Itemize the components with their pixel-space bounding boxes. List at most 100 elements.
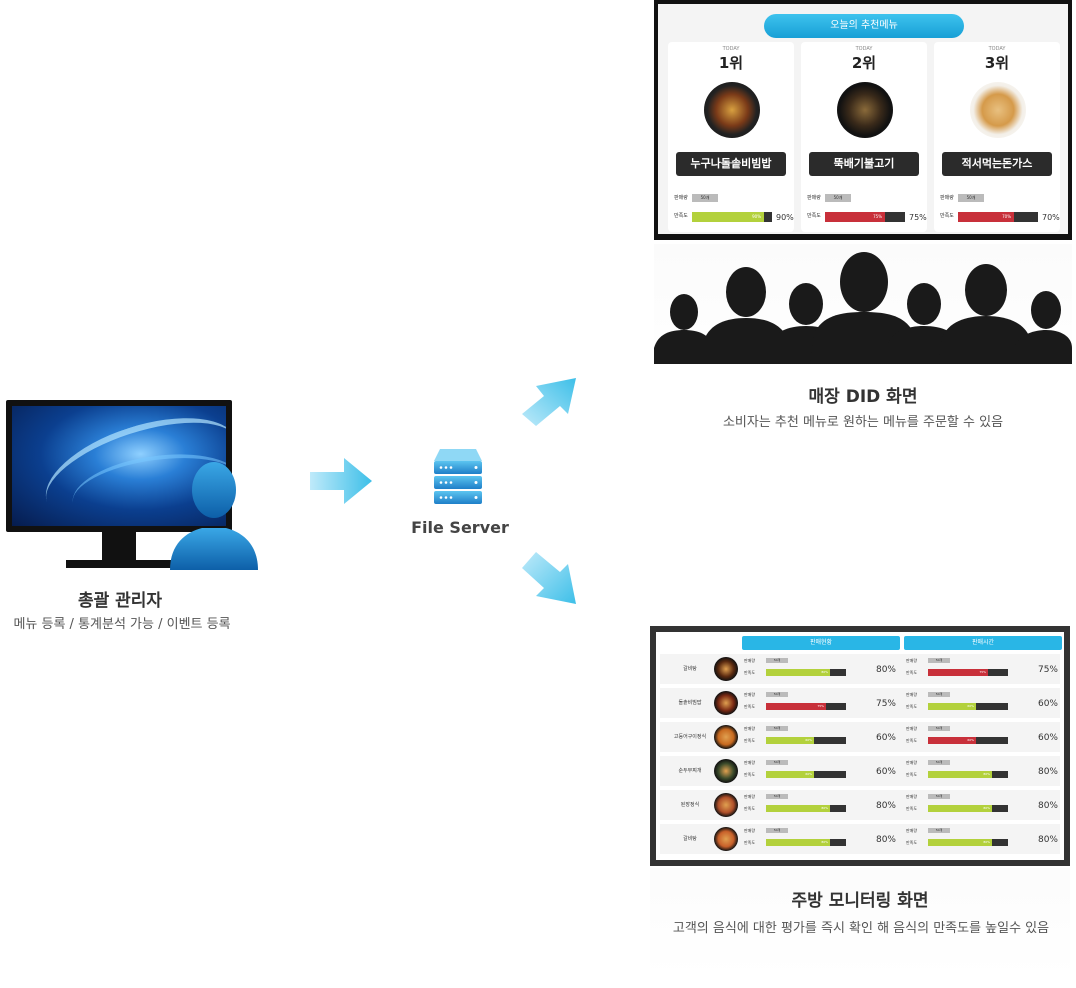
menu-name: 누구나돌솥비빔밥 [676, 152, 786, 176]
admin-user-icon [170, 462, 258, 570]
sales-value: 50개 [766, 692, 788, 697]
menu-name: 된장정식 [680, 802, 700, 808]
sales-label: 판매량 [744, 726, 756, 731]
kitchen-row: 갈비탕 판매량 50개 만족도 80% 80% 판매량 50개 만족도 75% … [660, 654, 1060, 684]
today-label: TODAY [722, 46, 740, 52]
food-image [714, 759, 738, 783]
sales-label: 판매량 [940, 195, 954, 201]
kitchen-monitoring-screen: 판매현황 판매시간 갈비탕 판매량 50개 만족도 80% 80% 판매량 50… [650, 626, 1070, 866]
satisfaction-bar: 60% [766, 737, 846, 744]
food-image [714, 725, 738, 749]
satisfaction-bar: 80% [766, 839, 846, 846]
arrow-up-right-icon [522, 378, 576, 426]
kitchen-cell-left: 판매량 50개 만족도 60% 60% [742, 725, 900, 751]
sales-value: 50개 [766, 658, 788, 663]
satisfaction-fill: 60% [928, 737, 976, 744]
menu-name: 돌솥비빔밥 [678, 700, 702, 706]
satisfaction-label: 만족도 [906, 738, 918, 743]
satisfaction-label: 만족도 [744, 738, 756, 743]
kitchen-description: 고객의 음식에 대한 평가를 즉시 확인 해 음식의 만족도를 높일수 있음 [672, 921, 1050, 936]
satisfaction-label: 만족도 [906, 840, 918, 845]
satisfaction-label: 만족도 [906, 704, 918, 709]
satisfaction-bar: 75% [825, 212, 905, 222]
kitchen-cell-right: 판매량 50개 만족도 80% 80% [904, 793, 1062, 819]
sales-value: 50개 [766, 794, 788, 799]
satisfaction-label: 만족도 [807, 213, 821, 219]
satisfaction-percent: 70% [1042, 213, 1060, 222]
file-server-label: File Server [411, 518, 509, 537]
kitchen-cell-right: 판매량 50개 만족도 80% 80% [904, 827, 1062, 853]
sales-value: 50개 [766, 760, 788, 765]
satisfaction-fill: 80% [766, 805, 830, 812]
satisfaction-bar: 80% [928, 839, 1008, 846]
sales-label: 판매량 [744, 760, 756, 765]
sales-label: 판매량 [906, 692, 918, 697]
food-image [714, 827, 738, 851]
satisfaction-fill: 80% [928, 771, 992, 778]
kitchen-header-left: 판매현황 [742, 636, 900, 650]
food-image [704, 82, 760, 138]
food-image [714, 657, 738, 681]
sales-value: 50개 [928, 794, 950, 799]
satisfaction-bar: 70% [958, 212, 1038, 222]
satisfaction-label: 만족도 [744, 670, 756, 675]
satisfaction-percent: 60% [875, 767, 896, 777]
satisfaction-fill: 80% [928, 805, 992, 812]
sales-value: 50개 [825, 194, 851, 202]
satisfaction-percent: 80% [875, 835, 896, 845]
sales-value: 50개 [928, 828, 950, 833]
kitchen-row: 순두부찌개 판매량 50개 만족도 60% 60% 판매량 50개 만족도 80… [660, 756, 1060, 786]
sales-value: 50개 [958, 194, 984, 202]
crowd-silhouette-icon [654, 252, 1072, 364]
sales-value: 50개 [928, 658, 950, 663]
satisfaction-fill: 80% [766, 839, 830, 846]
satisfaction-fill: 60% [928, 703, 976, 710]
satisfaction-bar: 80% [928, 771, 1008, 778]
satisfaction-bar: 90% [692, 212, 772, 222]
sales-label: 판매량 [906, 760, 918, 765]
sales-value: 50개 [766, 726, 788, 731]
kitchen-cell-right: 판매량 50개 만족도 60% 60% [904, 691, 1062, 717]
satisfaction-percent: 60% [875, 733, 896, 743]
satisfaction-percent: 60% [1037, 733, 1058, 743]
kitchen-row: 고등어구이정식 판매량 50개 만족도 60% 60% 판매량 50개 만족도 … [660, 722, 1060, 752]
satisfaction-fill: 70% [958, 212, 1014, 222]
satisfaction-fill: 75% [825, 212, 885, 222]
satisfaction-percent: 80% [1037, 801, 1058, 811]
kitchen-cell-left: 판매량 50개 만족도 80% 80% [742, 793, 900, 819]
satisfaction-label: 만족도 [674, 213, 688, 219]
sales-label: 판매량 [906, 828, 918, 833]
rank-label: 3위 [984, 54, 1010, 72]
satisfaction-percent: 90% [776, 213, 794, 222]
did-description: 소비자는 추천 메뉴로 원하는 메뉴를 주문할 수 있음 [722, 415, 1004, 430]
sales-value: 50개 [766, 828, 788, 833]
admin-monitor [6, 400, 232, 532]
today-label: TODAY [988, 46, 1006, 52]
satisfaction-fill: 75% [928, 669, 988, 676]
food-image [970, 82, 1026, 138]
menu-name: 갈비탕 [683, 666, 697, 672]
did-title: 매장 DID 화면 [808, 387, 918, 407]
sales-value: 50개 [928, 726, 950, 731]
kitchen-reflection [650, 868, 1070, 978]
satisfaction-bar: 75% [766, 703, 846, 710]
satisfaction-fill: 75% [766, 703, 826, 710]
satisfaction-label: 만족도 [744, 840, 756, 845]
satisfaction-label: 만족도 [744, 704, 756, 709]
sales-label: 판매량 [744, 828, 756, 833]
satisfaction-fill: 80% [928, 839, 992, 846]
satisfaction-percent: 80% [875, 801, 896, 811]
admin-description: 메뉴 등록 / 통계분석 가능 / 이벤트 등록 [13, 617, 231, 632]
monitor-base [66, 560, 176, 568]
satisfaction-bar: 80% [928, 805, 1008, 812]
sales-value: 50개 [928, 760, 950, 765]
sales-value: 50개 [692, 194, 718, 202]
admin-title: 총괄 관리자 [77, 591, 163, 611]
satisfaction-bar: 80% [766, 669, 846, 676]
today-label: TODAY [855, 46, 873, 52]
satisfaction-label: 만족도 [906, 670, 918, 675]
arrow-down-right-icon [522, 552, 576, 604]
kitchen-cell-right: 판매량 50개 만족도 75% 75% [904, 657, 1062, 683]
